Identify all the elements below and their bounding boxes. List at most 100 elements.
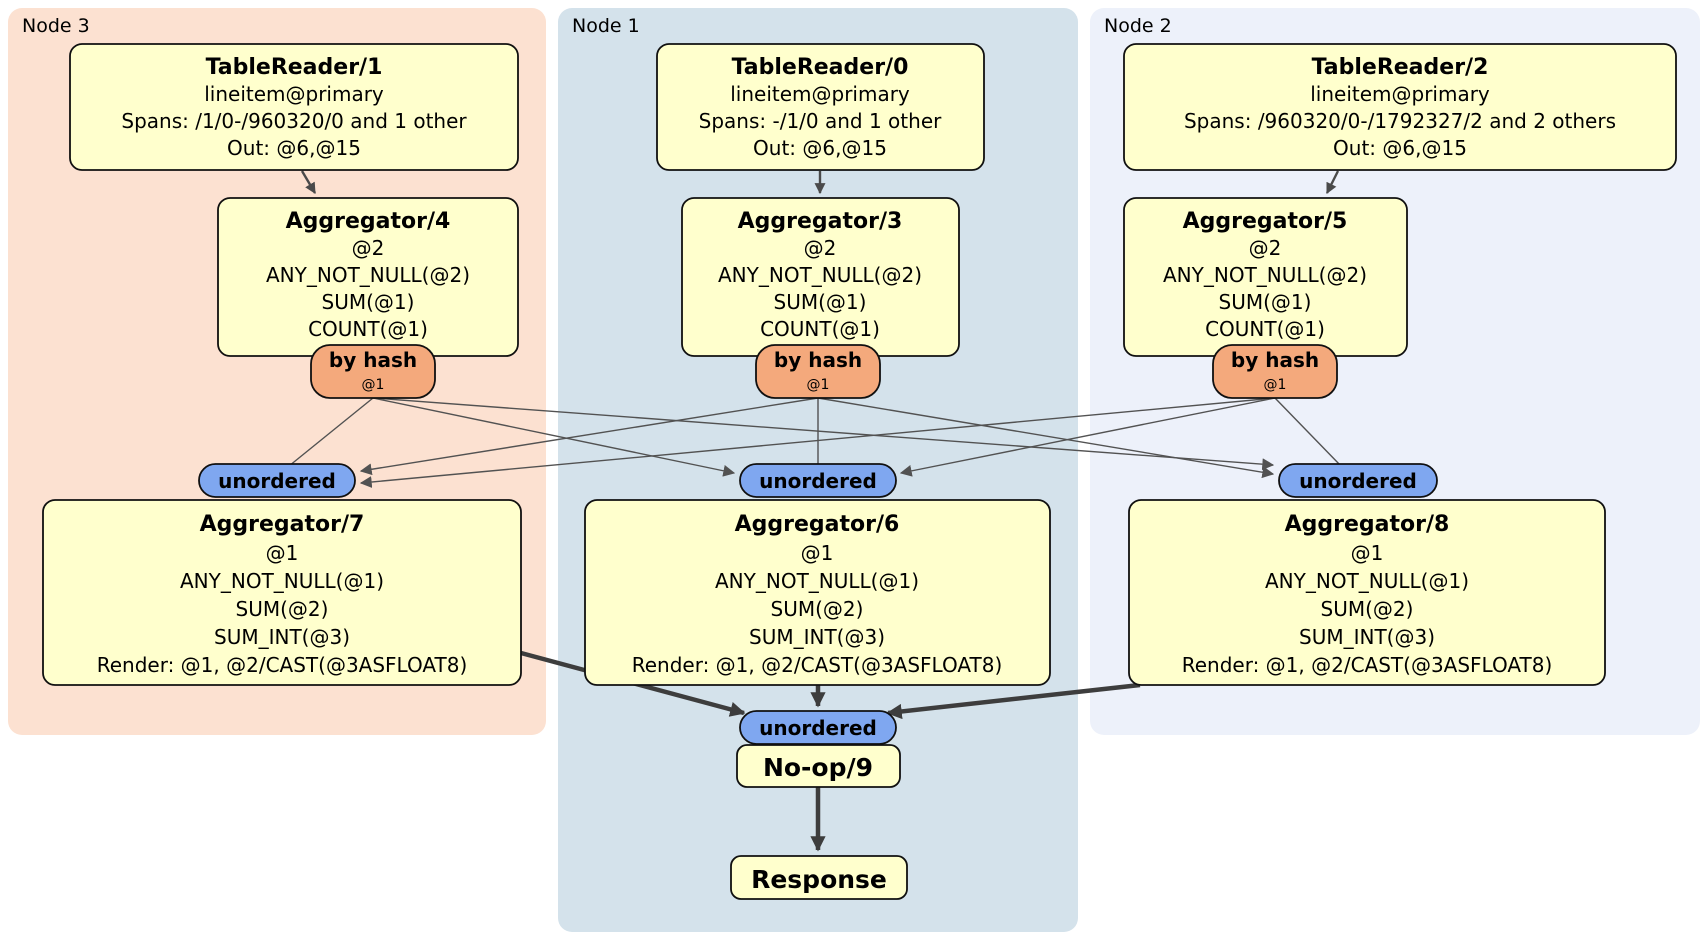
sync8-label: unordered xyxy=(1299,469,1417,493)
edge-aggregator8-sync9 xyxy=(886,682,1141,720)
aggregator4-fn1: ANY_NOT_NULL(@2) xyxy=(266,263,470,287)
processor-aggregator5: Aggregator/5 @2 ANY_NOT_NULL(@2) SUM(@1)… xyxy=(1123,197,1408,357)
aggregator7-title: Aggregator/7 xyxy=(200,512,365,537)
router4-label: by hash xyxy=(329,348,417,372)
aggregator4-fn2: SUM(@1) xyxy=(322,290,415,314)
aggregator8-fn2: SUM(@2) xyxy=(1321,597,1414,621)
tablereader0-out: Out: @6,@15 xyxy=(753,136,887,160)
sync7-pill xyxy=(198,463,356,498)
region-node3-label: Node 3 xyxy=(22,15,90,37)
edge-tablereader1-aggregator4 xyxy=(300,170,317,194)
aggregator5-fn3: COUNT(@1) xyxy=(1205,317,1325,341)
tablereader0-title: TableReader/0 xyxy=(732,55,909,80)
region-node1-label: Node 1 xyxy=(572,15,640,37)
edge-tablereader2-aggregator5 xyxy=(1325,170,1340,194)
processor-aggregator6: Aggregator/6 @1 ANY_NOT_NULL(@1) SUM(@2)… xyxy=(584,499,1051,686)
sync7-label: unordered xyxy=(218,469,336,493)
router-byhash-3: by hash @1 xyxy=(755,344,881,399)
edge-router4-sync6 xyxy=(372,397,736,477)
router3-label: by hash xyxy=(774,348,862,372)
processor-tablereader2: TableReader/2 lineitem@primary Spans: /9… xyxy=(1123,43,1677,171)
aggregator6-fn2: SUM(@2) xyxy=(771,597,864,621)
router3-pill xyxy=(755,344,881,399)
aggregator4-fn3: COUNT(@1) xyxy=(308,317,428,341)
edge-router5-sync6 xyxy=(899,397,1276,477)
aggregator5-fn2: SUM(@1) xyxy=(1219,290,1312,314)
aggregator4-group: @2 xyxy=(352,236,385,260)
sync-unordered-8: unordered xyxy=(1278,463,1438,498)
sync-unordered-7: unordered xyxy=(198,463,356,498)
aggregator8-fn3: SUM_INT(@3) xyxy=(1299,625,1435,649)
tablereader1-box xyxy=(69,43,519,171)
processor-aggregator3: Aggregator/3 @2 ANY_NOT_NULL(@2) SUM(@1)… xyxy=(681,197,960,357)
processor-aggregator7: Aggregator/7 @1 ANY_NOT_NULL(@1) SUM(@2)… xyxy=(42,499,522,686)
tablereader2-out: Out: @6,@15 xyxy=(1333,136,1467,160)
processor-aggregator4: Aggregator/4 @2 ANY_NOT_NULL(@2) SUM(@1)… xyxy=(217,197,519,357)
hash-routers: by hash @1 by hash @1 by hash @1 xyxy=(310,344,1338,399)
processor-tablereader0: TableReader/0 lineitem@primary Spans: -/… xyxy=(656,43,985,171)
tablereader2-box xyxy=(1123,43,1677,171)
aggregator8-render: Render: @1, @2/CAST(@3ASFLOAT8) xyxy=(1182,653,1553,677)
tablereader0-spans: Spans: -/1/0 and 1 other xyxy=(699,109,942,133)
aggregator6-render: Render: @1, @2/CAST(@3ASFLOAT8) xyxy=(632,653,1003,677)
aggregator8-group: @1 xyxy=(1351,541,1384,565)
response-box xyxy=(730,855,908,900)
edge-router3-sync8 xyxy=(817,397,1275,479)
edge-router5-sync8 xyxy=(1274,397,1342,467)
sync8-pill xyxy=(1278,463,1438,498)
edge-router3-sync7 xyxy=(359,397,819,476)
sync9-label: unordered xyxy=(759,716,877,740)
processor-aggregator8: Aggregator/8 @1 ANY_NOT_NULL(@1) SUM(@2)… xyxy=(1128,499,1606,686)
router5-label: by hash xyxy=(1231,348,1319,372)
aggregator8-fn1: ANY_NOT_NULL(@1) xyxy=(1265,569,1469,593)
aggregator6-fn3: SUM_INT(@3) xyxy=(749,625,885,649)
router5-key: @1 xyxy=(1264,377,1287,393)
aggregator5-fn1: ANY_NOT_NULL(@2) xyxy=(1163,263,1367,287)
aggregator6-box xyxy=(584,499,1051,686)
tablereader1-index: lineitem@primary xyxy=(204,82,384,106)
sync-unordered-9: unordered xyxy=(739,710,897,745)
aggregator3-fn3: COUNT(@1) xyxy=(760,317,880,341)
aggregator6-title: Aggregator/6 xyxy=(735,512,900,537)
aggregator6-group: @1 xyxy=(801,541,834,565)
aggregator3-title: Aggregator/3 xyxy=(738,209,903,234)
sync6-label: unordered xyxy=(759,469,877,493)
tablereader2-index: lineitem@primary xyxy=(1310,82,1490,106)
aggregator4-title: Aggregator/4 xyxy=(286,209,451,234)
sync6-pill xyxy=(739,463,897,498)
edge-router4-sync7 xyxy=(288,397,374,467)
aggregator5-title: Aggregator/5 xyxy=(1183,209,1348,234)
aggregator8-box xyxy=(1128,499,1606,686)
aggregator7-fn2: SUM(@2) xyxy=(236,597,329,621)
aggregator3-fn2: SUM(@1) xyxy=(774,290,867,314)
aggregator6-fn1: ANY_NOT_NULL(@1) xyxy=(715,569,919,593)
aggregator7-box xyxy=(42,499,522,686)
tablereader0-box xyxy=(656,43,985,171)
aggregator3-group: @2 xyxy=(804,236,837,260)
processors: TableReader/1 lineitem@primary Spans: /1… xyxy=(42,43,1677,900)
processor-response: Response xyxy=(730,855,908,900)
router3-key: @1 xyxy=(807,377,830,393)
edge-router5-sync7 xyxy=(359,397,1276,488)
sync9-pill xyxy=(739,710,897,745)
sync-unordered-6: unordered xyxy=(739,463,897,498)
noop9-title: No-op/9 xyxy=(763,753,873,782)
aggregator7-group: @1 xyxy=(266,541,299,565)
router-byhash-5: by hash @1 xyxy=(1212,344,1338,399)
edges xyxy=(288,170,1342,852)
tablereader1-out: Out: @6,@15 xyxy=(227,136,361,160)
region-node2-label: Node 2 xyxy=(1104,15,1172,37)
aggregator3-fn1: ANY_NOT_NULL(@2) xyxy=(718,263,922,287)
edge-router4-sync8 xyxy=(372,397,1275,471)
router4-key: @1 xyxy=(362,377,385,393)
tablereader2-spans: Spans: /960320/0-/1792327/2 and 2 others xyxy=(1184,109,1616,133)
noop9-box xyxy=(736,744,901,788)
router4-pill xyxy=(310,344,436,399)
tablereader2-title: TableReader/2 xyxy=(1312,55,1489,80)
response-title: Response xyxy=(751,865,887,894)
aggregator5-group: @2 xyxy=(1249,236,1282,260)
router5-pill xyxy=(1212,344,1338,399)
tablereader1-spans: Spans: /1/0-/960320/0 and 1 other xyxy=(121,109,467,133)
